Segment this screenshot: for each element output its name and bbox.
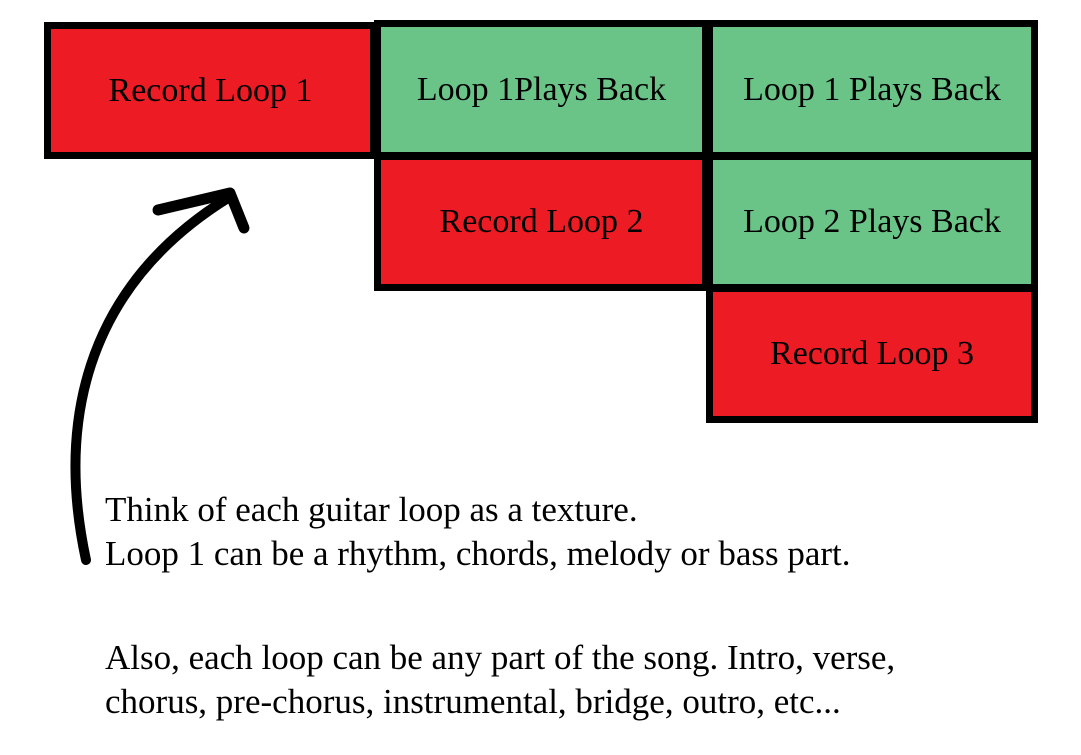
record-loop-1-label: Record Loop 1 [108, 71, 313, 109]
note-line-1: Think of each guitar loop as a texture. [105, 490, 638, 529]
arrow-head [152, 187, 250, 234]
loop-1-playback-block-a: Loop 1Plays Back [374, 20, 709, 159]
note-line-2: Loop 1 can be a rhythm, chords, melody o… [105, 534, 851, 573]
record-loop-1-block: Record Loop 1 [44, 22, 377, 159]
note-line-4: chorus, pre-chorus, instrumental, bridge… [105, 682, 841, 721]
note-line-3: Also, each loop can be any part of the s… [105, 638, 896, 677]
loop-2-playback-label: Loop 2 Plays Back [743, 203, 1001, 240]
record-loop-2-block: Record Loop 2 [374, 153, 709, 291]
loop-1-playback-block-b: Loop 1 Plays Back [706, 20, 1038, 159]
record-loop-2-label: Record Loop 2 [439, 203, 644, 240]
loop-2-playback-block: Loop 2 Plays Back [706, 153, 1038, 291]
record-loop-3-label: Record Loop 3 [770, 335, 974, 372]
loop-1-playback-label-b: Loop 1 Plays Back [743, 70, 1001, 108]
record-loop-3-block: Record Loop 3 [706, 285, 1038, 423]
loop-1-playback-label-a: Loop 1Plays Back [416, 70, 667, 108]
